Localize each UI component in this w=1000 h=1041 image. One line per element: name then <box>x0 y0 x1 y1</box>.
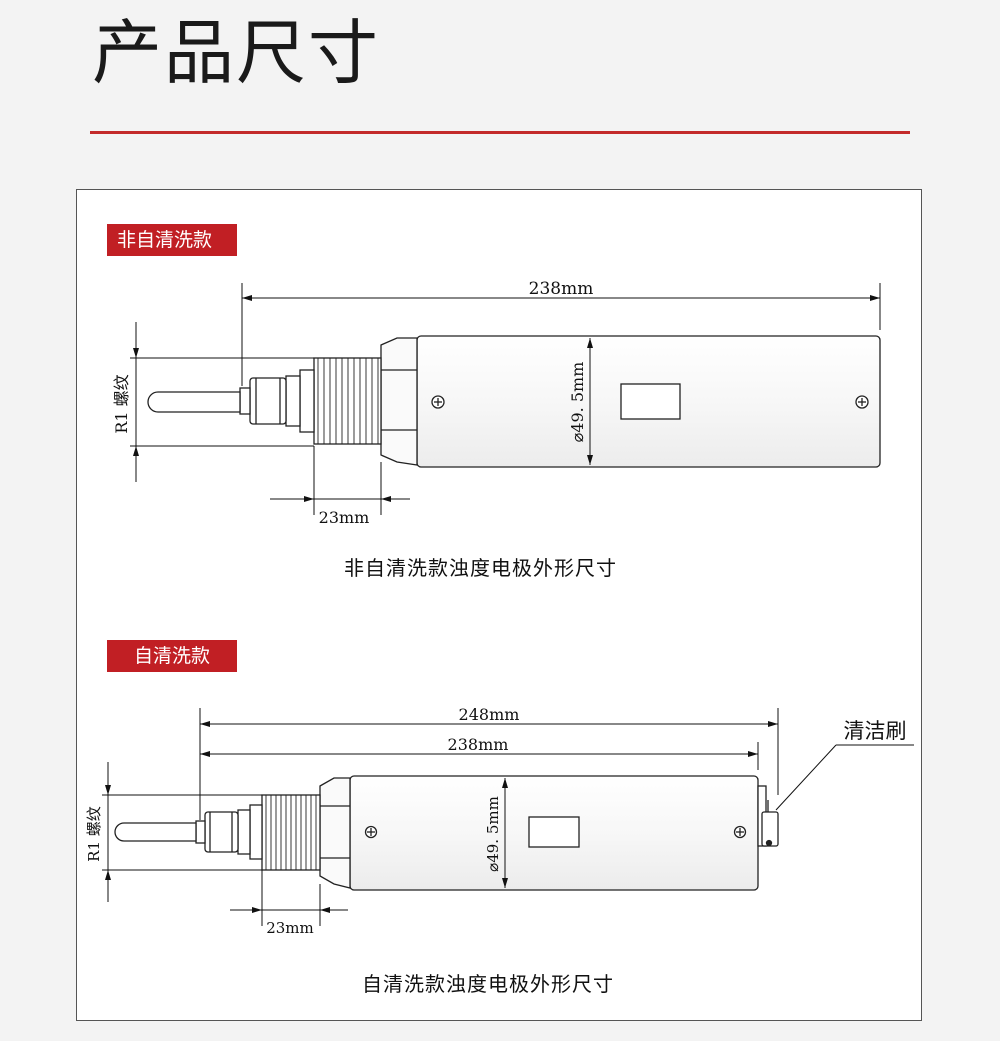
display-window <box>620 383 681 420</box>
body-length-label: 238mm <box>448 735 509 754</box>
hex-nut <box>319 777 351 889</box>
total-length-label: 248mm <box>459 705 520 724</box>
caption-non-cleaning: 非自清洗款浊度电极外形尺寸 <box>344 556 617 580</box>
screw-right <box>733 825 747 839</box>
title-divider <box>90 131 910 134</box>
dimension-lines-self-cleaning <box>102 708 914 926</box>
brush-label: 清洁刷 <box>844 719 907 743</box>
threaded-section <box>313 357 382 445</box>
variant-badge-non-cleaning: 非自清洗款 <box>107 224 237 256</box>
cable <box>147 391 241 413</box>
hex-nut <box>380 337 418 466</box>
electrode-drawing-non-cleaning <box>147 335 881 468</box>
diameter-label: ⌀49. 5mm <box>568 362 587 443</box>
display-window <box>528 816 580 848</box>
caption-self-cleaning: 自清洗款浊度电极外形尺寸 <box>362 972 614 996</box>
screw-left <box>364 825 378 839</box>
total-length-label: 238mm <box>529 279 594 299</box>
screw-left <box>431 395 445 409</box>
thread-label: R1 螺纹 <box>112 374 131 433</box>
dimension-lines-non-cleaning <box>130 283 881 515</box>
variant-badge-self-cleaning: 自清洗款 <box>107 640 237 672</box>
electrode-drawing-self-cleaning <box>114 775 779 891</box>
cable <box>114 822 197 842</box>
thread-length-label: 23mm <box>266 919 314 937</box>
screw-right <box>855 395 869 409</box>
thread-length-label: 23mm <box>319 508 370 527</box>
diameter-label: ⌀49. 5mm <box>484 796 502 872</box>
thread-label: R1 螺纹 <box>85 806 103 862</box>
cleaning-brush <box>757 785 779 847</box>
page-title: 产品尺寸 <box>92 12 380 94</box>
